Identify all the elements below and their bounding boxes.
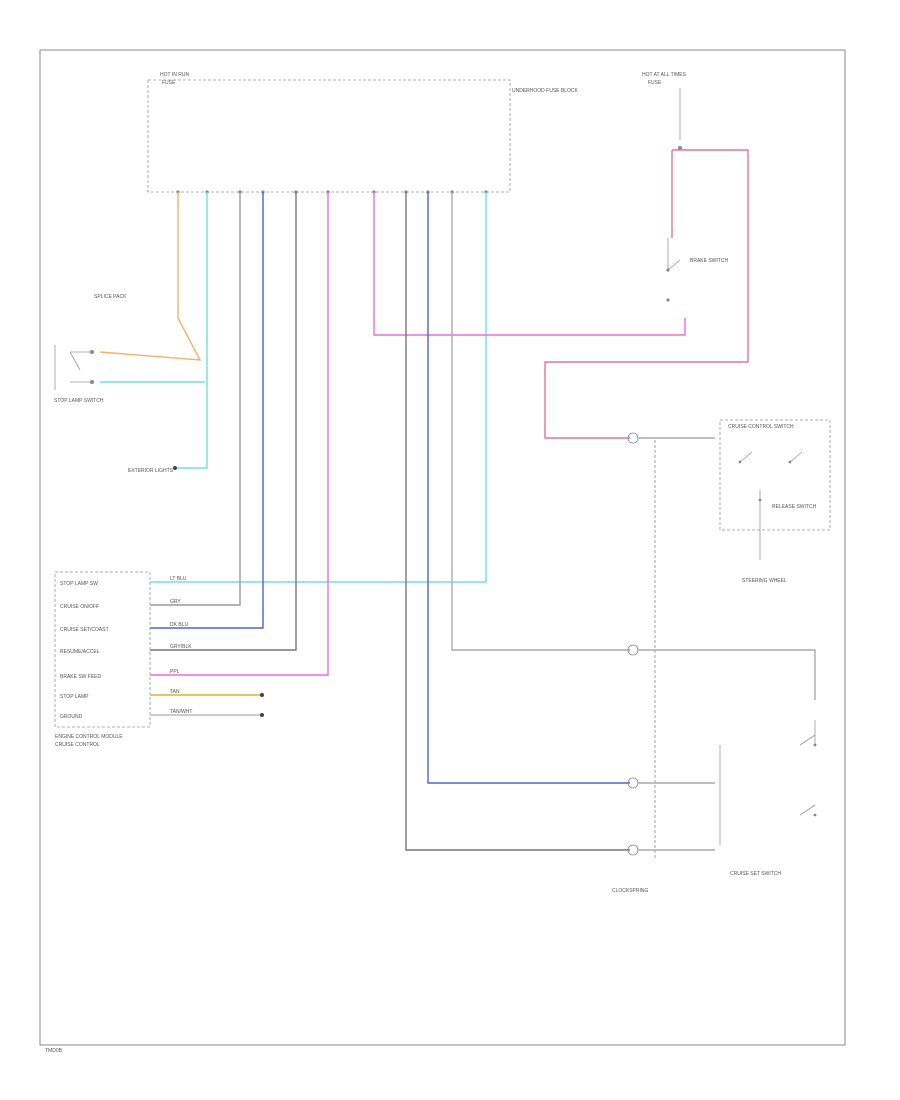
wire-pink (544, 149, 749, 439)
clockspring-caption: CLOCKSPRING (612, 888, 649, 894)
ecm-wire-label: GRY (170, 599, 181, 605)
steering-wheel-label: STEERING WHEEL (742, 578, 787, 584)
brake-switch-right-label: BRAKE SWITCH (690, 258, 728, 264)
ecm-caption: ENGINE CONTROL MODULE (55, 734, 123, 740)
wire-blue-1 (150, 192, 264, 629)
ecm-wire-label: DK BLU (170, 622, 188, 628)
wire-orange (99, 192, 202, 361)
wire-gray-2 (150, 192, 297, 651)
ecm-module: STOP LAMP SW CRUISE ON/OFF CRUISE SET/CO… (54, 571, 264, 748)
ecm-pin-label: STOP LAMP SW (60, 581, 98, 587)
ecm-wire-label: PPL (170, 669, 180, 675)
wire-gray-3 (405, 192, 630, 851)
cruise-switch-title: CRUISE CONTROL SWITCH (728, 424, 794, 430)
stop-lamp-switch: STOP LAMP SWITCH SPLICE PACK (54, 294, 127, 404)
fuse-top-right-sub: FUSE (648, 80, 662, 86)
cruise-control-switch: CRUISE CONTROL SWITCH RELEASE SWITCH STE… (719, 419, 831, 584)
fuse-top-left-sub: FUSE (162, 80, 176, 86)
diagram-frame (39, 49, 846, 1046)
diagram-id-label: TMD0B (45, 1048, 63, 1054)
clockspring-connectors (627, 432, 656, 858)
cruise-set-switch: CRUISE SET SWITCH (719, 720, 817, 877)
wire-gray-4 (451, 192, 630, 651)
fuse-top-left-label: HOT IN RUN (160, 72, 189, 78)
exterior-lights: EXTERIOR LIGHTS (128, 466, 177, 474)
ecm-wire-label: LT BLU (170, 576, 187, 582)
stop-lamp-switch-label: STOP LAMP SWITCH (54, 398, 104, 404)
ecm-subcaption: CRUISE CONTROL (55, 742, 100, 748)
splice-pack-label: SPLICE PACK (94, 294, 127, 300)
fuse-block: HOT IN RUN FUSE UNDERHOOD FUSE BLOCK (147, 72, 579, 194)
wire-gray-1 (150, 192, 241, 606)
wire-cyan-1 (175, 192, 208, 469)
fuse-block-note: UNDERHOOD FUSE BLOCK (512, 88, 579, 94)
ecm-pin-label: BRAKE SW FEED (60, 674, 102, 680)
ecm-pin-label: CRUISE ON/OFF (60, 604, 99, 610)
wire-blue-2 (427, 192, 630, 784)
wire-magenta-1 (150, 192, 329, 676)
wire-sw-2 (638, 649, 816, 700)
fuse-top-right-label: HOT AT ALL TIMES (642, 72, 687, 78)
brake-switch-right: BRAKE SWITCH (666, 238, 728, 302)
ecm-pin-label: STOP LAMP (60, 694, 89, 700)
ecm-wire-label: TAN (170, 689, 180, 695)
ecm-wire-label: TAN/WHT (170, 709, 192, 715)
ecm-wire-label: GRY/BLK (170, 644, 192, 650)
cruise-set-switch-label: CRUISE SET SWITCH (730, 871, 781, 877)
wire-magenta-2 (373, 192, 686, 336)
fuse-right: HOT AT ALL TIMES FUSE (642, 72, 687, 150)
cruise-release-label: RELEASE SWITCH (772, 504, 817, 510)
ecm-pin-label: RESUME/ACCEL (60, 649, 100, 655)
wire-cyan-3 (150, 192, 487, 583)
ecm-pin-label: CRUISE SET/COAST (60, 627, 109, 633)
exterior-lights-label: EXTERIOR LIGHTS (128, 468, 174, 474)
ecm-pin-label: GROUND (60, 714, 83, 720)
